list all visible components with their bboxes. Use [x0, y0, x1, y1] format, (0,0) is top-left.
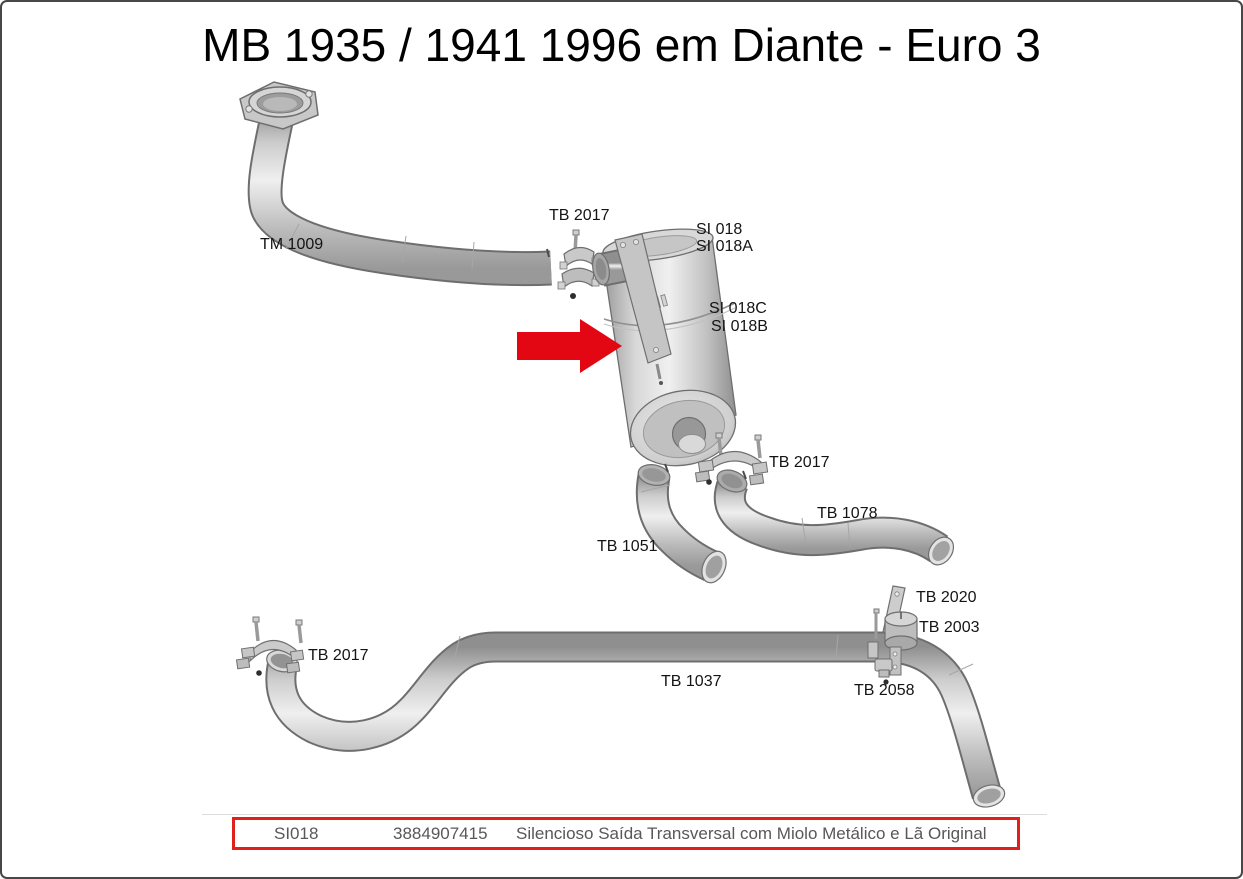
- clamp-tb-2017-mid: [694, 432, 769, 486]
- table-row-divider: [202, 814, 1047, 815]
- part-label-tm-1009: TM 1009: [260, 236, 324, 253]
- part-label-tb-2017-bottom: TB 2017: [308, 647, 369, 664]
- part-info-box: SI018 3884907415 Silencioso Saída Transv…: [232, 817, 1020, 850]
- part-code: SI018: [274, 823, 319, 843]
- part-number: 3884907415: [393, 823, 488, 843]
- part-label-tb-2017-top: TB 2017: [549, 207, 610, 224]
- pipe-tb-1037: [265, 631, 1006, 808]
- part-label-tb-1051: TB 1051: [597, 538, 658, 555]
- part-label-si-018c: SI 018C: [709, 300, 767, 317]
- part-label-tb-1078: TB 1078: [817, 505, 878, 522]
- pipe-tb-1051: [635, 463, 727, 584]
- part-description: Silencioso Saída Transversal com Miolo M…: [516, 823, 987, 843]
- part-label-tb-2058: TB 2058: [854, 682, 915, 699]
- muffler-mount-bracket: [614, 233, 672, 364]
- muffler-si-018: [592, 228, 737, 467]
- part-label-tb-2020: TB 2020: [916, 589, 977, 606]
- part-label-tb-2017-mid: TB 2017: [769, 454, 830, 471]
- pipe-tm-1009: [239, 81, 552, 287]
- clamp-tb-2003: [867, 608, 918, 676]
- pipe-tb-1078: [713, 469, 955, 566]
- part-label-tb-2003: TB 2003: [919, 619, 980, 636]
- highlight-arrow-icon: [517, 319, 622, 373]
- bracket-tb-2058: [874, 658, 893, 685]
- part-label-tb-1037: TB 1037: [661, 673, 722, 690]
- clamp-tb-2017-bottom: [235, 616, 305, 676]
- page-title: MB 1935 / 1941 1996 em Diante - Euro 3: [202, 19, 1041, 71]
- part-label-si-018: SI 018: [696, 221, 743, 238]
- part-label-si-018b: SI 018B: [711, 318, 768, 335]
- part-label-si-018a: SI 018A: [696, 238, 753, 255]
